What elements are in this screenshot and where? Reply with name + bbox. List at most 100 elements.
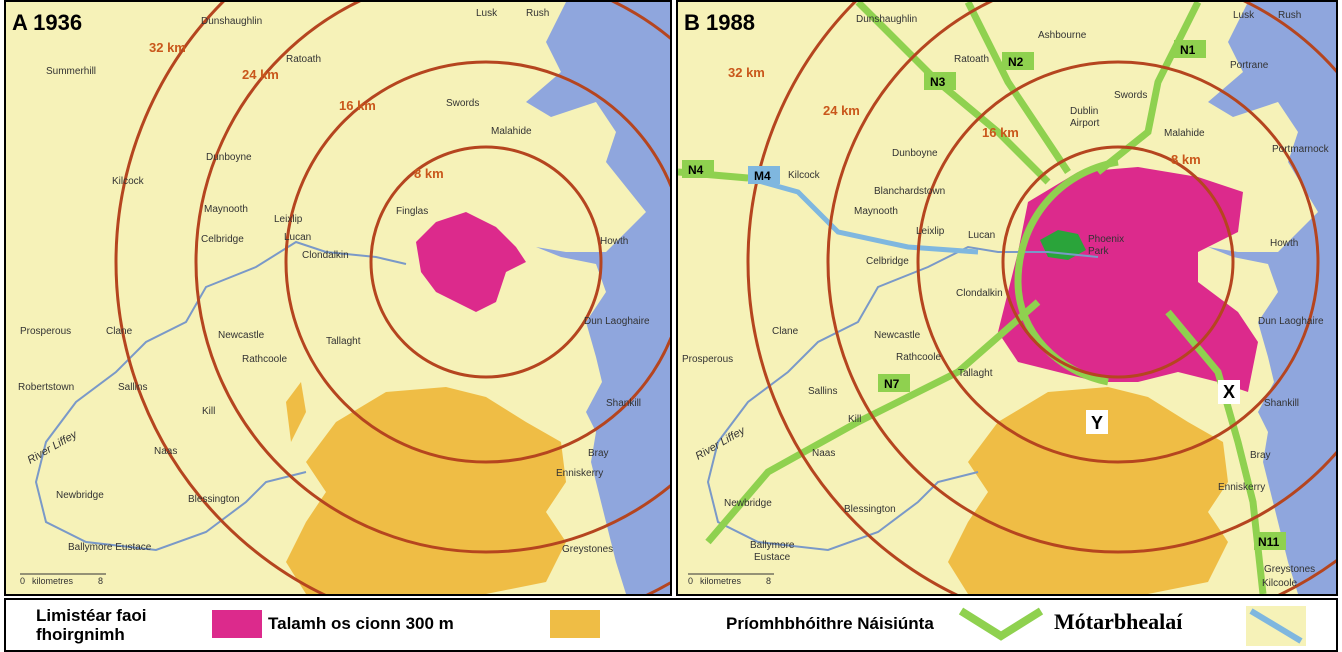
place-label: Blessington [844, 504, 896, 515]
road-shield [1174, 40, 1206, 58]
legend-label-built-up: Limistéar faoi fhoirgnimh [36, 606, 147, 644]
place-label: Eustace [754, 552, 791, 563]
place-label: Summerhill [46, 66, 96, 77]
place-label: Dublin [1070, 106, 1098, 117]
legend-swatch-high-land [550, 610, 600, 638]
place-label: Dunshaughlin [856, 14, 917, 25]
place-label: Clane [772, 326, 799, 337]
place-label: Newbridge [56, 490, 104, 501]
place-label: Enniskerry [556, 468, 603, 479]
place-label: Howth [600, 236, 628, 247]
place-label: Newcastle [874, 330, 921, 341]
ring-label: 32 km [728, 65, 765, 80]
legend-swatch-motorways [1246, 606, 1306, 646]
road-label: N1 [1180, 43, 1196, 57]
ring-8km [369, 145, 603, 379]
road-n3 [855, 2, 1051, 185]
high-land-area [948, 387, 1228, 594]
place-label: Swords [446, 98, 479, 109]
marker-y: Y [1091, 413, 1103, 433]
place-label: Dunboyne [206, 152, 252, 163]
place-label: Greystones [1264, 564, 1315, 575]
road-n2 [964, 2, 1071, 174]
panel-title: B 1988 [684, 10, 755, 35]
place-label: Rush [1278, 10, 1301, 21]
road-label: N7 [884, 377, 900, 391]
road-label: N11 [1258, 535, 1280, 549]
road-shield [748, 166, 780, 184]
place-label: Malahide [491, 126, 532, 137]
place-label: Lucan [968, 230, 995, 241]
place-label: Sallins [808, 386, 837, 397]
marker-box [1218, 380, 1240, 404]
place-label: Finglas [396, 206, 428, 217]
distance-rings [746, 2, 1336, 594]
legend-swatch-built-up [212, 610, 262, 638]
panel-title: A 1936 [12, 10, 82, 35]
ring-24km [194, 2, 670, 554]
road-label: N3 [930, 75, 946, 89]
map-1988: 8 km 16 km 24 km 32 km N4 M4 N3 N2 N1 N7… [678, 2, 1336, 594]
place-label: Celbridge [201, 234, 244, 245]
place-label: Portmarnock [1272, 144, 1330, 155]
road-n7 [705, 299, 1041, 545]
road-shield [1254, 532, 1286, 550]
marker-box [1086, 410, 1108, 434]
place-label: Rathcoole [896, 352, 941, 363]
place-label: Kill [848, 414, 861, 425]
ring-label: 24 km [242, 67, 279, 82]
ring-label: 8 km [1171, 152, 1201, 167]
place-label: Ashbourne [1038, 30, 1087, 41]
ring-label: 16 km [982, 125, 1019, 140]
road-shield [878, 374, 910, 392]
place-label: Airport [1070, 118, 1100, 129]
river-liffey [34, 240, 407, 552]
place-label: Dunboyne [892, 148, 938, 159]
place-label: Bray [588, 448, 609, 459]
place-label: Howth [1270, 238, 1298, 249]
legend-label-high-land: Talamh os cionn 300 m [268, 614, 454, 633]
map-panel-1936: 8 km 16 km 24 km 32 km A 1936 Dunshaughl… [4, 0, 672, 596]
place-label: Sallins [118, 382, 147, 393]
place-label: Clane [106, 326, 133, 337]
ring-label: 32 km [149, 40, 186, 55]
map-legend: Limistéar faoi fhoirgnimh Talamh os cion… [4, 598, 1338, 652]
place-label: Phoenix [1088, 234, 1124, 245]
place-label: Ratoath [954, 54, 989, 65]
place-label: Prosperous [20, 326, 71, 337]
place-label: Rush [526, 8, 549, 19]
place-label: Ballymore [750, 540, 795, 551]
place-label: Kill [202, 406, 215, 417]
road-shield [1002, 52, 1034, 70]
legend-label-national-roads: Príomhbhóithre Náisiúnta [726, 614, 934, 633]
sea [1208, 2, 1336, 594]
distance-rings [114, 2, 670, 594]
scale-bar: 0 kilometres 8 [688, 573, 774, 586]
river-liffey [706, 245, 1099, 552]
place-label: Lusk [1233, 10, 1255, 21]
place-label: Kilcock [788, 170, 821, 181]
scale-unit: kilometres [700, 576, 742, 586]
place-label: Kilcoole [1262, 578, 1297, 589]
place-label: Malahide [1164, 128, 1205, 139]
place-label: Lusk [476, 8, 498, 19]
place-label: Blessington [188, 494, 240, 505]
scale-max: 8 [98, 576, 103, 586]
place-label: Maynooth [204, 204, 248, 215]
place-label: Swords [1114, 90, 1147, 101]
ring-16km [916, 60, 1320, 464]
place-label: Dun Laoghaire [1258, 316, 1324, 327]
place-label: Prosperous [682, 354, 733, 365]
place-label: Rathcoole [242, 354, 287, 365]
legend-swatch-national-roads [958, 607, 1044, 641]
ring-label: 24 km [823, 103, 860, 118]
place-label: Bray [1250, 450, 1271, 461]
place-label: Naas [154, 446, 177, 457]
high-land-area [286, 387, 566, 594]
place-label: Clondalkin [956, 288, 1003, 299]
scale-zero: 0 [688, 576, 693, 586]
road-shield [682, 160, 714, 178]
place-label: Maynooth [854, 206, 898, 217]
place-label: Shankill [606, 398, 641, 409]
ring-label: 8 km [414, 166, 444, 181]
